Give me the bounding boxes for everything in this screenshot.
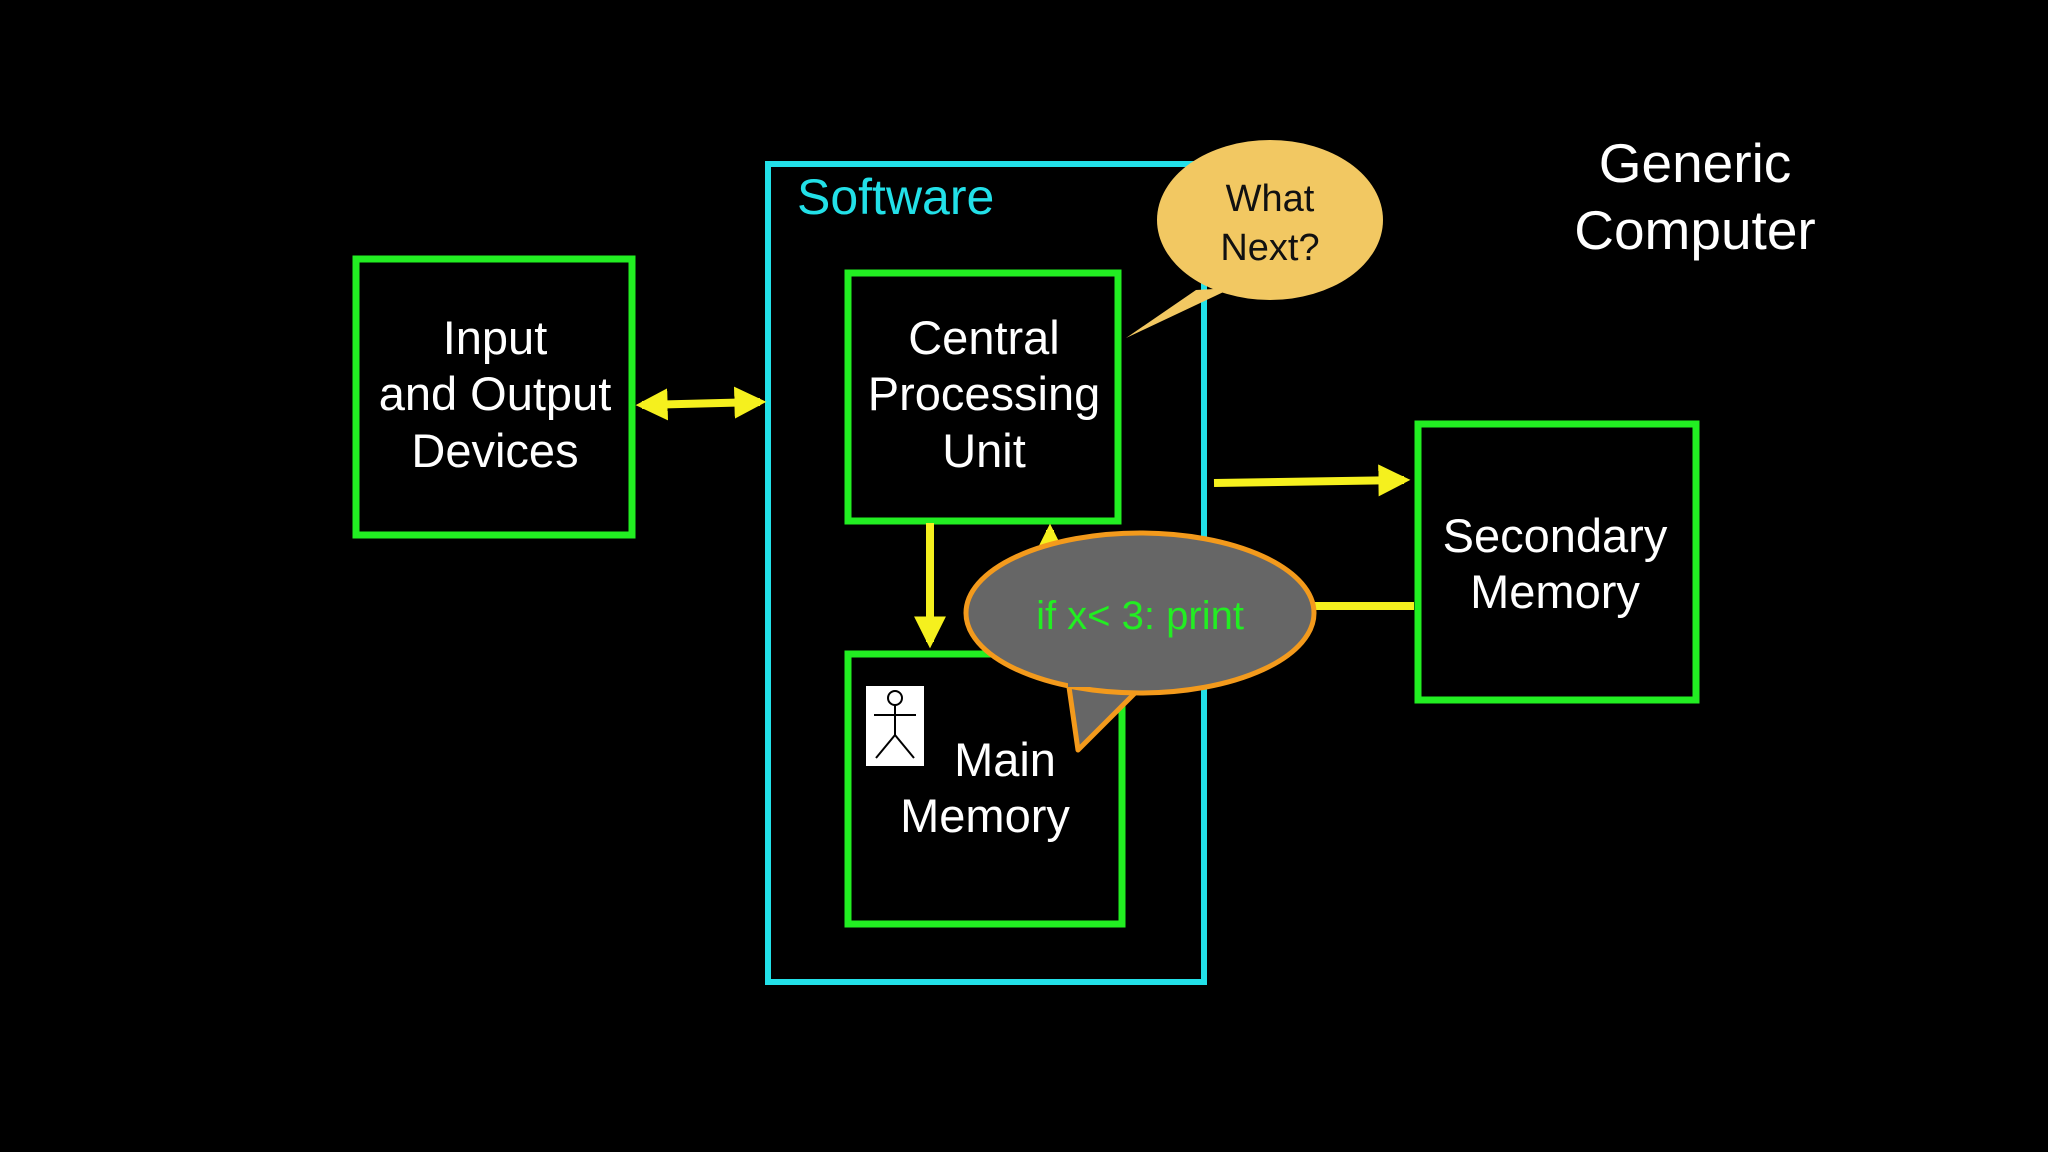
- io-label-line-3: Devices: [411, 423, 579, 477]
- secondary-memory-label-line-1: Secondary: [1442, 509, 1668, 562]
- cpu-label: Central Processing Unit: [850, 310, 1118, 479]
- title-line-2: Computer: [1574, 199, 1816, 262]
- diagram-title: Generic Computer: [1540, 130, 1850, 264]
- thought-bubble-line-1: What: [1225, 178, 1315, 220]
- cpu-box: [844, 269, 1122, 525]
- io-label-line-2: and Output: [378, 367, 612, 421]
- thought-bubble-text: What Next?: [1180, 175, 1360, 272]
- secondary-memory-label-line-2: Memory: [1470, 565, 1640, 619]
- io-label-line-1: Input: [442, 311, 548, 364]
- title-line-1: Generic: [1598, 132, 1792, 194]
- io-devices-box: [352, 255, 636, 539]
- software-label: Software: [797, 169, 995, 225]
- cpu-label-line-3: Unit: [942, 423, 1026, 477]
- thought-bubble-line-2: Next?: [1220, 226, 1320, 269]
- io-software-arrow: [635, 386, 767, 421]
- software-to-secondary-arrow: [1213, 464, 1411, 497]
- cpu-label-line-1: Central: [908, 311, 1060, 364]
- secondary-memory-label: Secondary Memory: [1420, 508, 1690, 621]
- main-memory-label-line-2: Memory: [900, 789, 1070, 843]
- main-memory-label-line-1: Main: [954, 733, 1056, 786]
- stick-figure-icon: [866, 686, 924, 766]
- thought-bubble-tail: [1126, 288, 1232, 338]
- main-memory-label: Main Memory: [870, 732, 1100, 845]
- io-devices-label: Input and Output Devices: [358, 310, 632, 479]
- speech-bubble: [963, 530, 1317, 696]
- cpu-label-line-2: Processing: [867, 367, 1101, 421]
- thought-bubble: [1157, 140, 1383, 300]
- speech-bubble-code: if x< 3: print: [1036, 594, 1244, 638]
- main-memory-box: [844, 650, 1126, 928]
- secondary-memory-box: [1414, 420, 1700, 704]
